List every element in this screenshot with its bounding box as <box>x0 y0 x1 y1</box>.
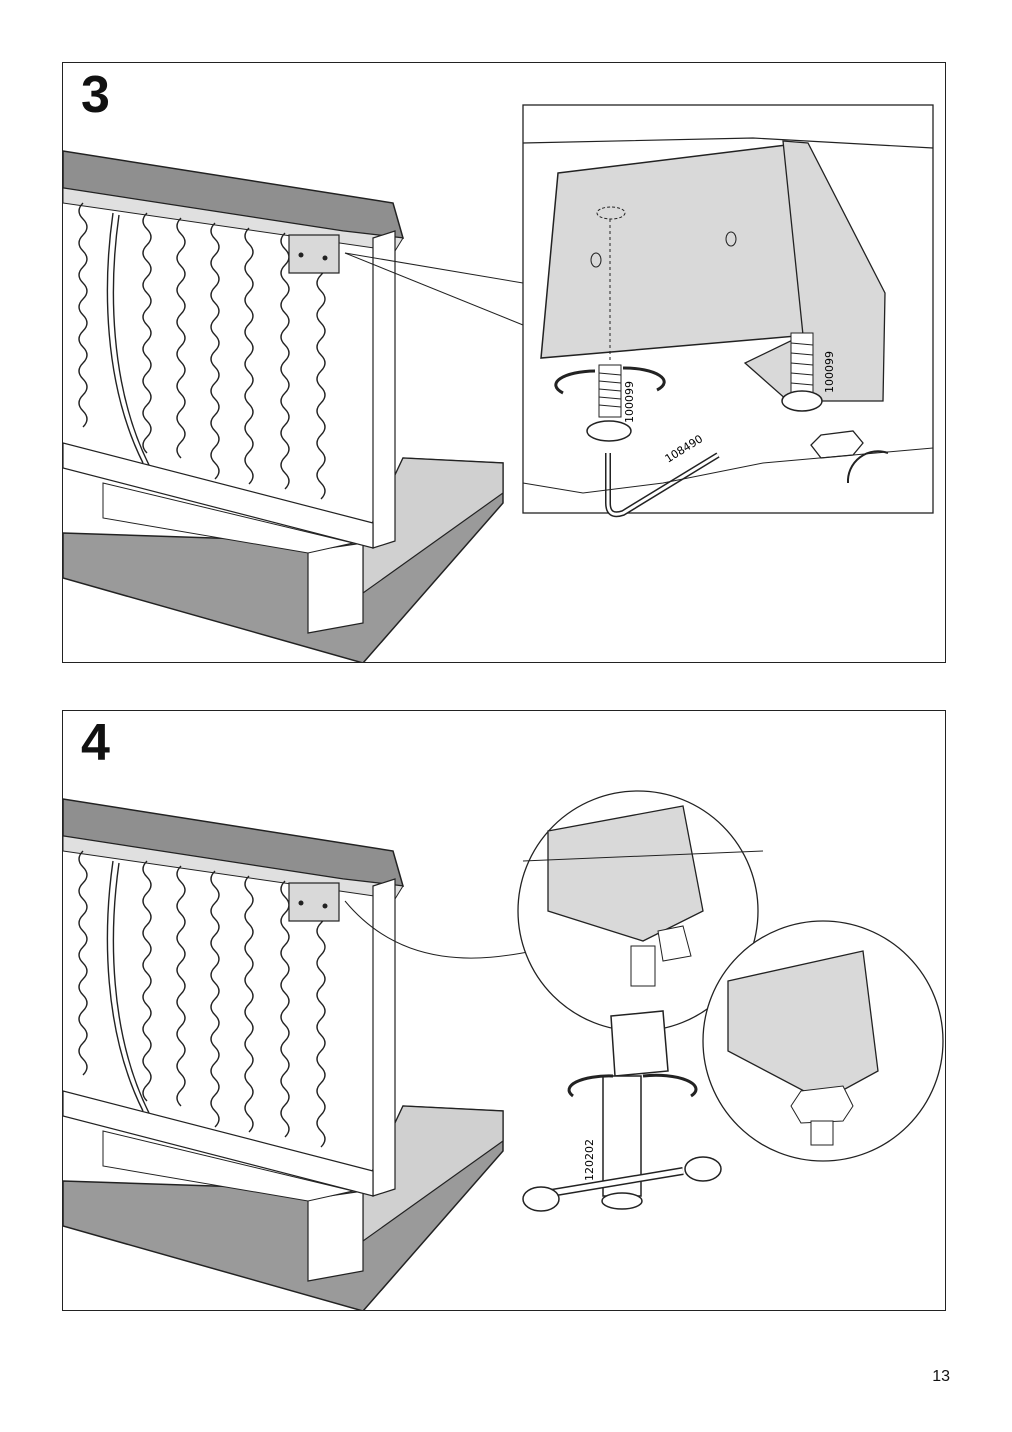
springs <box>78 850 326 1148</box>
screw-label-left: 100099 <box>623 381 636 423</box>
step-4-panel: 4 <box>62 710 946 1311</box>
screw-label-right: 100099 <box>823 351 836 393</box>
bracket <box>288 234 340 274</box>
step-number: 4 <box>81 714 110 772</box>
springs <box>78 202 326 500</box>
backrest-post <box>372 878 396 1197</box>
detail-content <box>522 137 934 518</box>
page-number: 13 <box>932 1368 950 1385</box>
step-3-illustration: 100099 100099 108490 <box>63 104 934 662</box>
tool-label: 120202 <box>583 1139 596 1181</box>
backrest-post <box>372 230 396 549</box>
leg-block <box>307 542 364 634</box>
step-4-illustration: 120202 <box>63 790 944 1310</box>
detail-circle-1 <box>517 790 764 1032</box>
bracket <box>288 882 340 922</box>
wrench-tool <box>522 1010 722 1212</box>
step-3-panel: 3 <box>62 62 946 663</box>
step-number: 3 <box>81 66 110 124</box>
detail-circle-2 <box>702 920 944 1162</box>
leg-block <box>307 1190 364 1282</box>
